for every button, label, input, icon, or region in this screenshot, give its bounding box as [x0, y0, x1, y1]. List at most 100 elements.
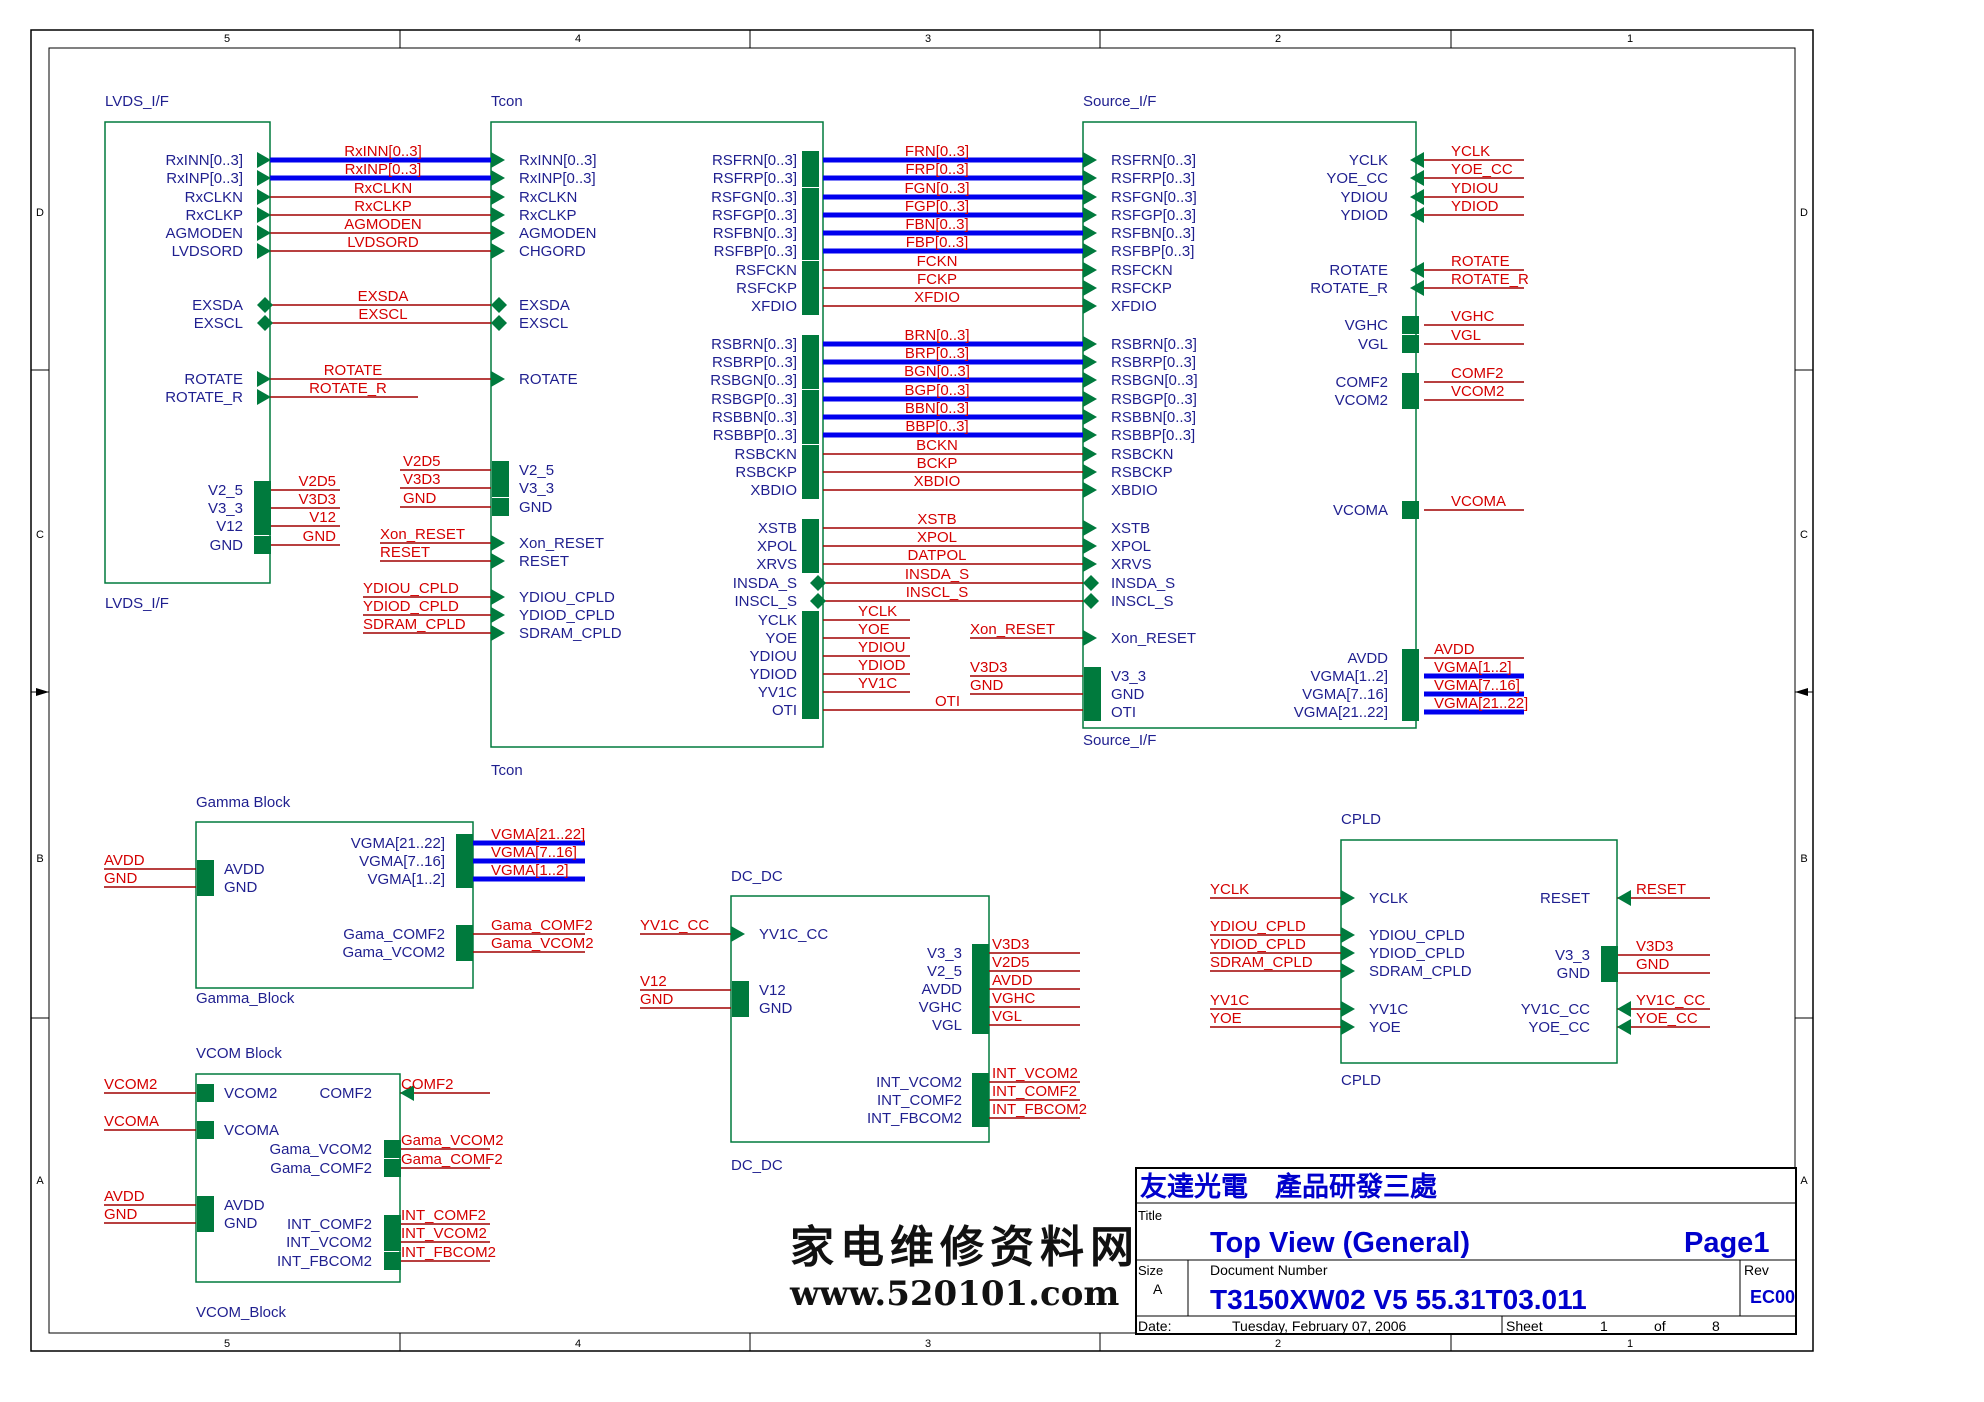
tcon-source-net-label: XSTB	[917, 511, 956, 528]
tcon-cpld-port	[491, 625, 505, 641]
source-in-port	[1083, 593, 1099, 609]
tcon-right-pin-label: RSBCKP	[735, 464, 797, 481]
lvds-power-port	[254, 481, 271, 499]
power-port-icon	[802, 665, 819, 683]
port-arrow-icon	[1341, 1019, 1355, 1035]
power-port-icon	[456, 834, 473, 852]
tcon-right-pin-label: RSBCKN	[734, 446, 797, 463]
zone-row-label-left: B	[36, 853, 43, 865]
source-left-pin-label: XFDIO	[1111, 298, 1157, 315]
gamma-right-net-label: VGMA[7..16]	[491, 844, 577, 861]
power-port-icon	[972, 998, 989, 1016]
tcon-right-pin-label: RSBGN[0..3]	[710, 372, 797, 389]
dcdc-right-net-label: INT_COMF2	[992, 1083, 1077, 1100]
gamma-power-port	[197, 878, 214, 896]
tcon-bidir-port	[491, 297, 507, 313]
port-arrow-icon	[1083, 336, 1097, 352]
port-arrow-icon	[1410, 262, 1424, 278]
tcon-cpld-port	[491, 589, 505, 605]
port-arrow-icon	[1410, 170, 1424, 186]
source-right-port	[1410, 189, 1424, 205]
tcon-source-net-label: DATPOL	[908, 547, 967, 564]
cpld-right-net-label: RESET	[1636, 881, 1686, 898]
source-left-pin-label: RSFBP[0..3]	[1111, 243, 1194, 260]
dcdc-power-port	[732, 999, 749, 1017]
vcom-left-port	[197, 1214, 214, 1232]
source-in-port	[1083, 152, 1097, 168]
source-right-net-label: YCLK	[1451, 143, 1490, 160]
tcon-cpld-port	[491, 607, 505, 623]
dcdc-right-pin-label: INT_VCOM2	[876, 1074, 962, 1091]
tcon-right-pin-label: RSBRN[0..3]	[711, 336, 797, 353]
lvds-power-port	[254, 536, 271, 554]
source-left-pin-label: RSBRN[0..3]	[1111, 336, 1197, 353]
port-arrow-icon	[1083, 262, 1097, 278]
port-arrow-icon	[1083, 409, 1097, 425]
source-right-port	[1402, 501, 1419, 519]
source-in-port	[1083, 520, 1097, 536]
tcon-y-port	[802, 611, 819, 629]
vcom-right-port	[384, 1215, 401, 1233]
tcon-out-port	[802, 169, 819, 187]
tcon-out-port	[802, 353, 819, 371]
lvds-pin-label: V2_5	[208, 482, 243, 499]
gamma-right-port	[456, 925, 473, 943]
zone-column-label-top: 1	[1627, 33, 1633, 45]
tcon-left-pin-label: Xon_RESET	[519, 535, 604, 552]
source-right-net-label: AVDD	[1434, 641, 1475, 658]
power-port-icon	[197, 1214, 214, 1232]
vcom-right-net-label: INT_VCOM2	[401, 1225, 487, 1242]
tcon-left-pin-label: ROTATE	[519, 371, 578, 388]
cpld-left-net-label: YV1C	[1210, 992, 1249, 1009]
port-arrow-icon	[1083, 189, 1097, 205]
tcon-source-net-label: BBN[0..3]	[905, 400, 969, 417]
vcom-left-net-label: AVDD	[104, 1188, 145, 1205]
port-arrow-icon	[1083, 556, 1097, 572]
source-right-pin-label: YDIOD	[1340, 207, 1388, 224]
dcdc-right-net-label: INT_VCOM2	[992, 1065, 1078, 1082]
cpld-right-net-label: YOE_CC	[1636, 1010, 1698, 1027]
gamma-right-port	[456, 870, 473, 888]
source-left-pin-label: RSBBP[0..3]	[1111, 427, 1195, 444]
tcon-left-pin-label: RxCLKN	[519, 189, 577, 206]
lvds-port	[257, 152, 271, 168]
source-left-pin-label: Xon_RESET	[1111, 630, 1196, 647]
tcon-source-net-label: FCKN	[917, 253, 958, 270]
tcon-in-port	[491, 189, 505, 205]
source-right-pin-label: AVDD	[1347, 650, 1388, 667]
source-in-port	[1083, 298, 1097, 314]
tcon-right-pin-label: RSBBN[0..3]	[712, 409, 797, 426]
tcon-left-pin-label: EXSDA	[519, 297, 570, 314]
vcom-right-port	[384, 1140, 401, 1158]
power-port-icon	[492, 479, 509, 497]
source-in-port	[1083, 225, 1097, 241]
power-port-icon	[802, 445, 819, 463]
power-port-icon	[802, 261, 819, 279]
tcon-out-port	[810, 575, 826, 591]
source-left-pin-label: RSFCKN	[1111, 262, 1173, 279]
power-port-icon	[384, 1140, 401, 1158]
power-port-icon	[972, 1109, 989, 1127]
source-right-pin-label: VGMA[7..16]	[1302, 686, 1388, 703]
block-vcom	[195, 1073, 401, 1283]
tcon-out-port	[802, 151, 819, 169]
source-right-net-label: YOE_CC	[1451, 161, 1513, 178]
lvds-port	[257, 189, 271, 205]
tcon-out-port	[802, 519, 819, 537]
dcdc-right-net-label: INT_FBCOM2	[992, 1101, 1087, 1118]
power-port-icon	[802, 463, 819, 481]
source-in-port	[1083, 170, 1097, 186]
source-in-port	[1083, 556, 1097, 572]
size-value: A	[1153, 1281, 1163, 1297]
port-arrow-icon	[1083, 298, 1097, 314]
power-port-icon	[802, 647, 819, 665]
date-value: Tuesday, February 07, 2006	[1232, 1318, 1407, 1334]
source-in-port	[1083, 464, 1097, 480]
bidir-port-icon	[257, 297, 273, 313]
cpld-power-port	[1601, 964, 1618, 982]
power-port-icon	[456, 925, 473, 943]
source-in-port	[1083, 243, 1097, 259]
port-arrow-icon	[1617, 1001, 1631, 1017]
power-port-icon	[1601, 964, 1618, 982]
lvds-port	[257, 389, 271, 405]
